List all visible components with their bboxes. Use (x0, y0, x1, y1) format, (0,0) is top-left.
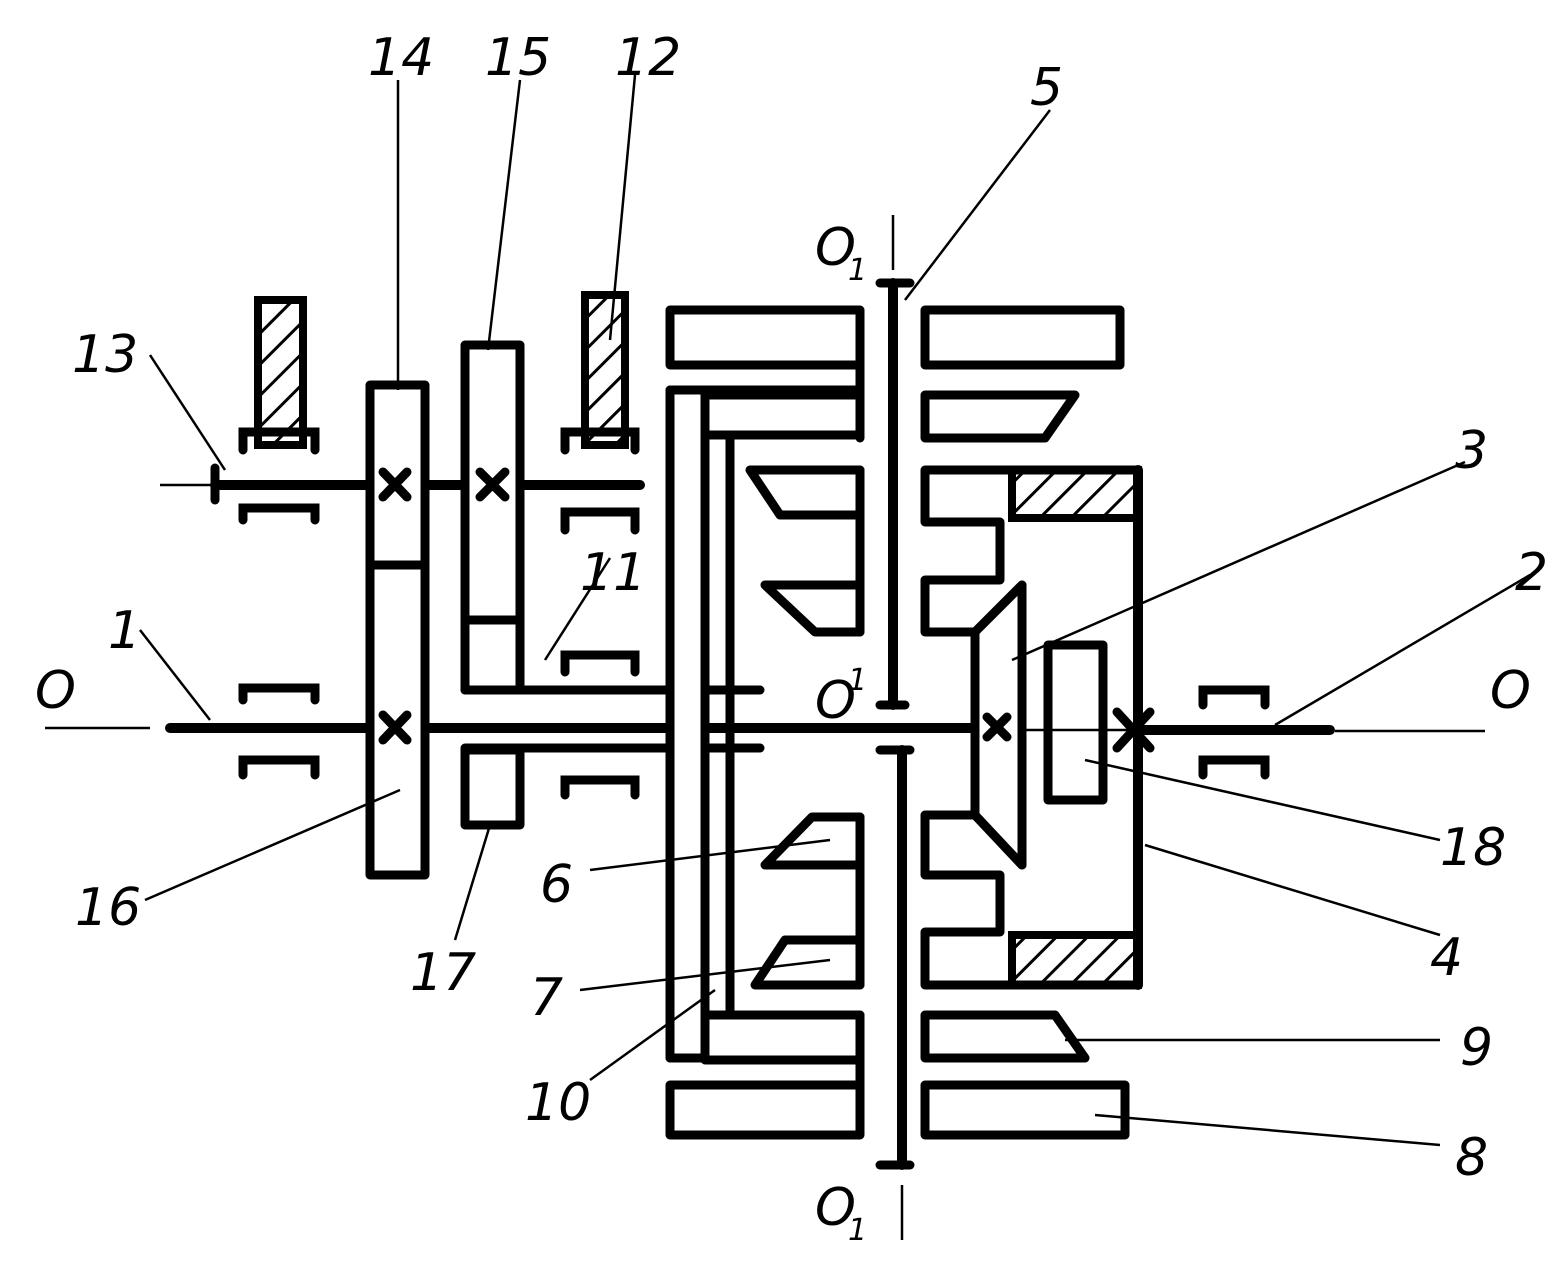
cone-upper-b (765, 585, 860, 632)
label-1: 1 (108, 601, 141, 661)
right-ring-top (925, 310, 1120, 438)
label-6: 6 (540, 855, 573, 915)
axis-label-o-left: O (35, 661, 76, 721)
fixed-support-left (258, 300, 303, 445)
label-10: 10 (525, 1073, 591, 1133)
label-2: 2 (1515, 543, 1548, 603)
gear-16 (370, 565, 425, 875)
label-18: 18 (1440, 818, 1506, 878)
gear-17 (465, 620, 520, 825)
axis-label-o-prime-sup: 1 (848, 663, 867, 698)
axis-label-o1-bottom-sub: 1 (848, 1213, 867, 1248)
label-8: 8 (1455, 1128, 1488, 1188)
fixed-support-right (585, 295, 625, 445)
element-18 (1048, 645, 1103, 800)
label-12: 12 (615, 28, 681, 88)
label-4: 4 (1430, 928, 1463, 988)
gear-15 (465, 345, 520, 620)
cone-upper-a (750, 470, 860, 515)
label-14: 14 (368, 28, 434, 88)
label-9: 9 (1460, 1018, 1493, 1078)
gear-14 (370, 385, 425, 565)
label-7: 7 (530, 968, 563, 1028)
label-13: 13 (72, 325, 138, 385)
label-17: 17 (410, 943, 476, 1003)
ring-8 (925, 1085, 1125, 1135)
sleeve-11 (465, 690, 760, 748)
label-16: 16 (75, 878, 141, 938)
bevel-gear-3 (975, 585, 1022, 865)
axis-label-o-right: O (1490, 661, 1531, 721)
label-5: 5 (1030, 58, 1063, 118)
label-15: 15 (485, 28, 551, 88)
label-3: 3 (1455, 421, 1488, 481)
ring-9 (925, 1015, 1085, 1058)
axis-label-o1-top-sub: 1 (848, 253, 867, 288)
label-11: 11 (580, 543, 646, 603)
